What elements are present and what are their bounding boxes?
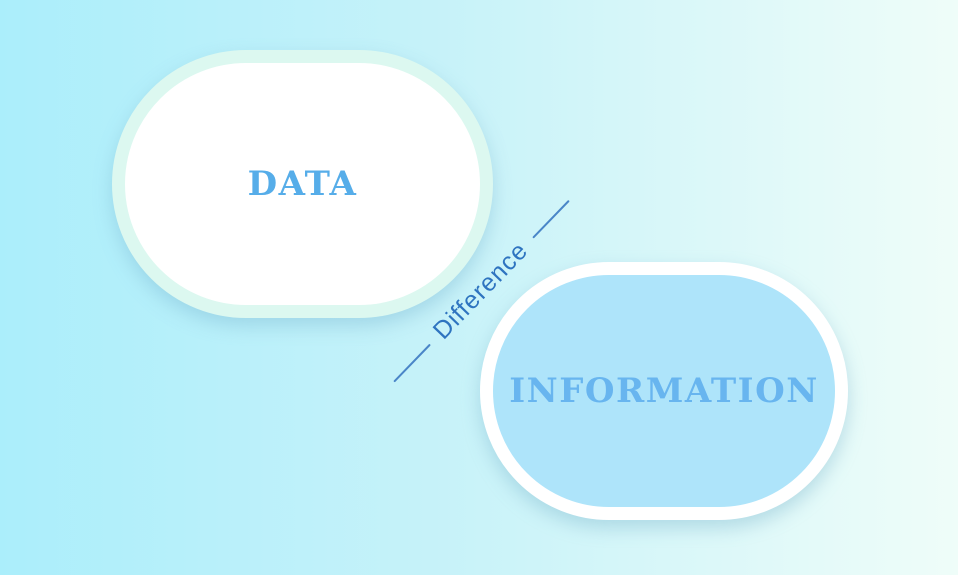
information-shape-label: INFORMATION bbox=[509, 371, 819, 411]
information-shape: INFORMATION bbox=[480, 262, 848, 520]
data-shape: DATA bbox=[112, 50, 493, 318]
data-shape-label: DATA bbox=[247, 164, 358, 204]
connector-line-left bbox=[392, 343, 431, 383]
connector-line-right bbox=[531, 199, 570, 239]
